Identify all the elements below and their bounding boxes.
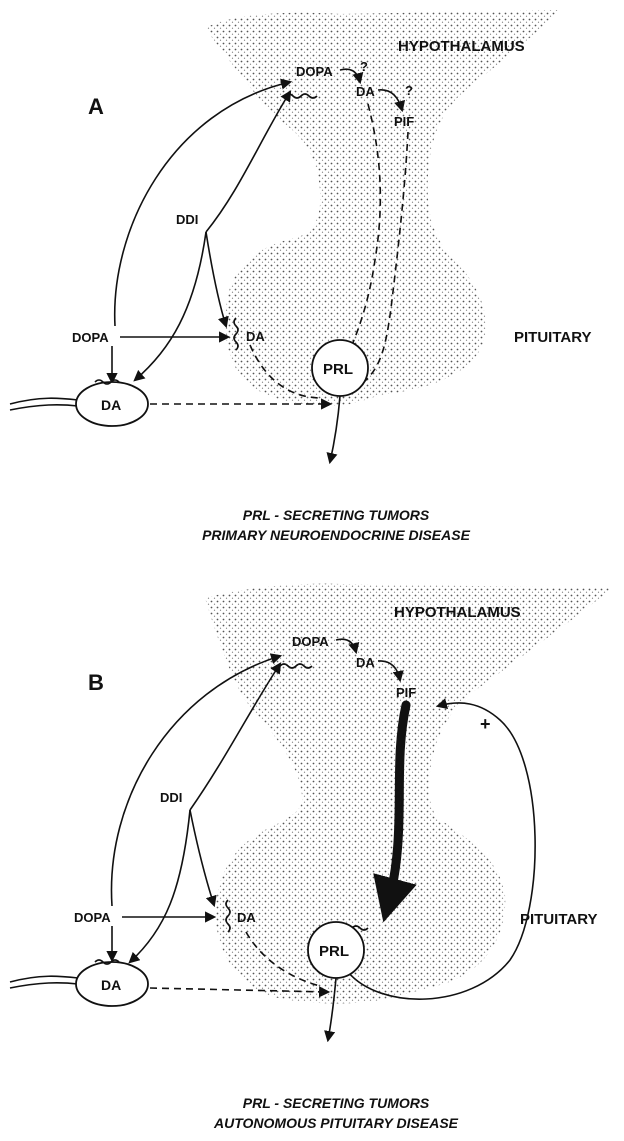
da-neuron-label-b: DA <box>101 977 121 993</box>
ddi-label-b: DDI <box>160 790 182 805</box>
brain-shape-b <box>205 584 612 1004</box>
hypothalamus-label-a: HYPOTHALAMUS <box>398 38 525 55</box>
axon-line-1-b <box>10 976 78 982</box>
caption-1-b: PRL - SECRETING TUMORS <box>243 1095 430 1111</box>
prl-label-a: PRL <box>323 361 353 378</box>
caption-2-b: AUTONOMOUS PITUITARY DISEASE <box>213 1115 459 1131</box>
panel-a: HYPOTHALAMUS PITUITARY A DOPA DA PIF ? ?… <box>10 10 592 543</box>
ddi-to-neuron-arrow-a <box>135 232 206 380</box>
ddi-to-top-arrow-b <box>190 664 280 810</box>
panel-letter-a: A <box>88 94 104 119</box>
ddi-to-da-arrow-b <box>190 810 214 905</box>
da-pituitary-label-a: DA <box>246 329 265 344</box>
ddi-to-neuron-arrow-b <box>130 810 190 962</box>
question-mark-2-a: ? <box>405 83 413 98</box>
question-mark-1-a: ? <box>360 59 368 74</box>
hypothalamus-label-b: HYPOTHALAMUS <box>394 604 521 621</box>
ddi-label-a: DDI <box>176 212 198 227</box>
dopa-top-label-b: DOPA <box>292 634 329 649</box>
panel-b: HYPOTHALAMUS PITUITARY B DOPA DA PIF + D… <box>10 584 612 1131</box>
da-top-label-b: DA <box>356 655 375 670</box>
axon-line-1-a <box>10 398 78 404</box>
caption-2-a: PRIMARY NEUROENDOCRINE DISEASE <box>202 527 471 543</box>
prl-label-b: PRL <box>319 943 349 960</box>
dopa-top-label-a: DOPA <box>296 64 333 79</box>
pituitary-label-a: PITUITARY <box>514 329 592 346</box>
pituitary-label-b: PITUITARY <box>520 911 598 928</box>
pif-label-b: PIF <box>396 685 416 700</box>
brain-shape-a <box>205 10 560 406</box>
ddi-to-da-arrow-a <box>206 232 226 326</box>
caption-1-a: PRL - SECRETING TUMORS <box>243 507 430 523</box>
da-top-label-a: DA <box>356 84 375 99</box>
panel-letter-b: B <box>88 670 104 695</box>
dopa-left-label-a: DOPA <box>72 330 109 345</box>
dopa-left-label-b: DOPA <box>74 910 111 925</box>
axon-line-2-a <box>10 405 78 410</box>
pif-label-a: PIF <box>394 114 414 129</box>
da-neuron-label-a: DA <box>101 397 121 413</box>
axon-line-2-b <box>10 983 78 988</box>
plus-sign-b: + <box>480 714 491 734</box>
da-pituitary-label-b: DA <box>237 910 256 925</box>
